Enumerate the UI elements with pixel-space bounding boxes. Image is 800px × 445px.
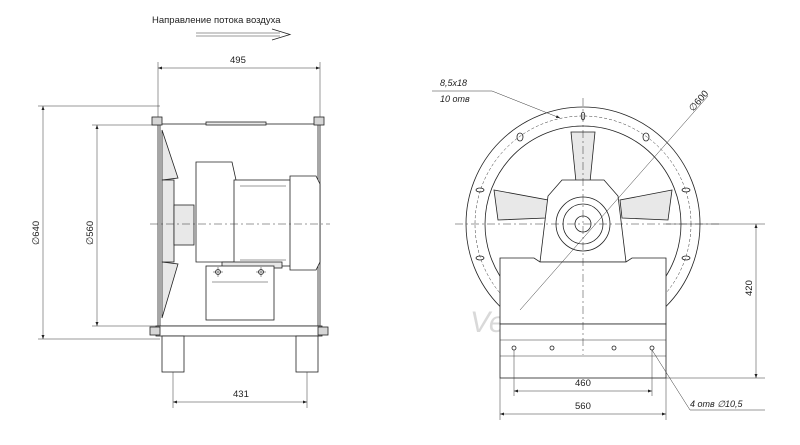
dim-height-420: 420: [744, 280, 755, 296]
label-base-holes: 4 отв ∅10,5: [690, 399, 744, 409]
dim-height-560: ∅560: [85, 221, 96, 245]
dim-base-560: 560: [575, 401, 591, 412]
front-view: ∅600 8,5x18 10 отв 420 460 560 4 отв ∅10…: [432, 78, 765, 420]
dim-diameter-600: ∅600: [687, 89, 711, 114]
label-bolt-holes-size: 8,5x18: [440, 78, 467, 88]
dim-height-640: ∅640: [31, 221, 42, 245]
bolt-icon: [213, 267, 223, 277]
airflow-direction-label: Направление потока воздуха: [152, 15, 281, 26]
dim-holes-460: 460: [575, 378, 591, 389]
dim-width-495: 495: [230, 55, 246, 66]
side-view: 495 ∅640 ∅560: [31, 55, 330, 408]
airflow-arrow-icon: [196, 28, 292, 41]
bolt-icon: [256, 267, 266, 277]
dim-base-431: 431: [233, 389, 249, 400]
label-bolt-holes-count: 10 отв: [440, 94, 470, 104]
